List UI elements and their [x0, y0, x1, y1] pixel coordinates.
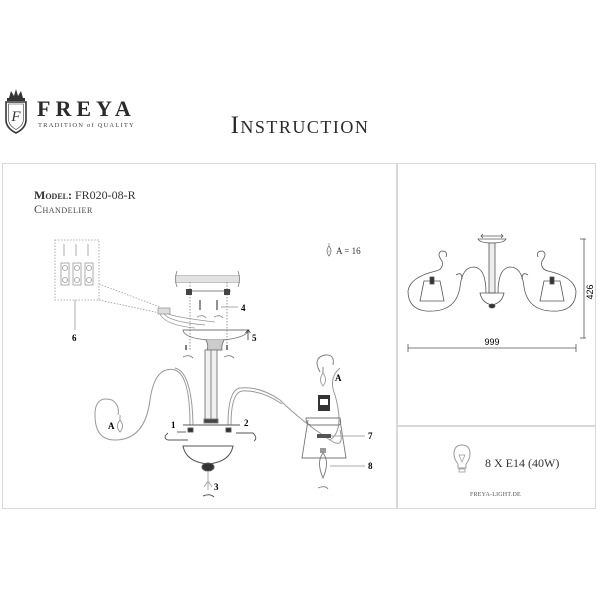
bulb-specification: 8 X E14 (40W): [485, 456, 560, 470]
step-7-label: 7: [368, 431, 373, 441]
height-dimension: 426: [585, 284, 595, 299]
vertical-divider: [396, 163, 398, 509]
arm-connector: [164, 424, 257, 442]
canopy-and-stem: [182, 329, 250, 424]
brand-tagline: TRADITION of QUALITY: [38, 122, 135, 129]
step-2-label: 2: [244, 418, 249, 428]
brand-name: FREYA: [37, 96, 136, 121]
crystal-marker-left: A: [108, 421, 115, 431]
step-6-label: 6: [72, 333, 77, 343]
crystal-marker-right: A: [335, 373, 342, 383]
horizontal-divider: [396, 425, 596, 427]
crystal-drop-icon: [326, 243, 332, 257]
center-bowl: [182, 445, 234, 498]
crystal-left: [117, 415, 123, 433]
assembly-diagram: 1 2 3 4 5 6 7 8 A A: [54, 239, 373, 498]
crystal-quantity: A = 16: [336, 246, 361, 256]
step-1-label: 1: [171, 420, 176, 430]
lamp-shade-assembly: [301, 354, 365, 490]
terminal-block-detail: [54, 239, 216, 330]
model-label: Model:: [34, 188, 72, 202]
product-type: Chandelier: [34, 202, 93, 216]
step-3-label: 3: [214, 482, 219, 492]
svg-text:F: F: [10, 109, 21, 125]
model-line: Model: FR020-08-R: [34, 188, 136, 203]
dimension-drawing: 426 999: [407, 233, 595, 352]
ceiling-mount: [175, 270, 240, 350]
step-4-label: 4: [241, 303, 246, 313]
page-title: Instruction: [230, 112, 370, 139]
light-bulb-icon: [453, 444, 471, 473]
freya-crest-logo-icon: F: [5, 89, 27, 134]
chandelier-arms: [94, 367, 342, 444]
step-5-label: 5: [252, 333, 257, 343]
step-8-label: 8: [368, 461, 373, 471]
content-frame: [2, 163, 596, 509]
width-dimension: 999: [484, 337, 499, 347]
website-link[interactable]: FREYA-LIGHT.DE: [470, 492, 521, 498]
model-number: FR020-08-R: [75, 188, 136, 202]
